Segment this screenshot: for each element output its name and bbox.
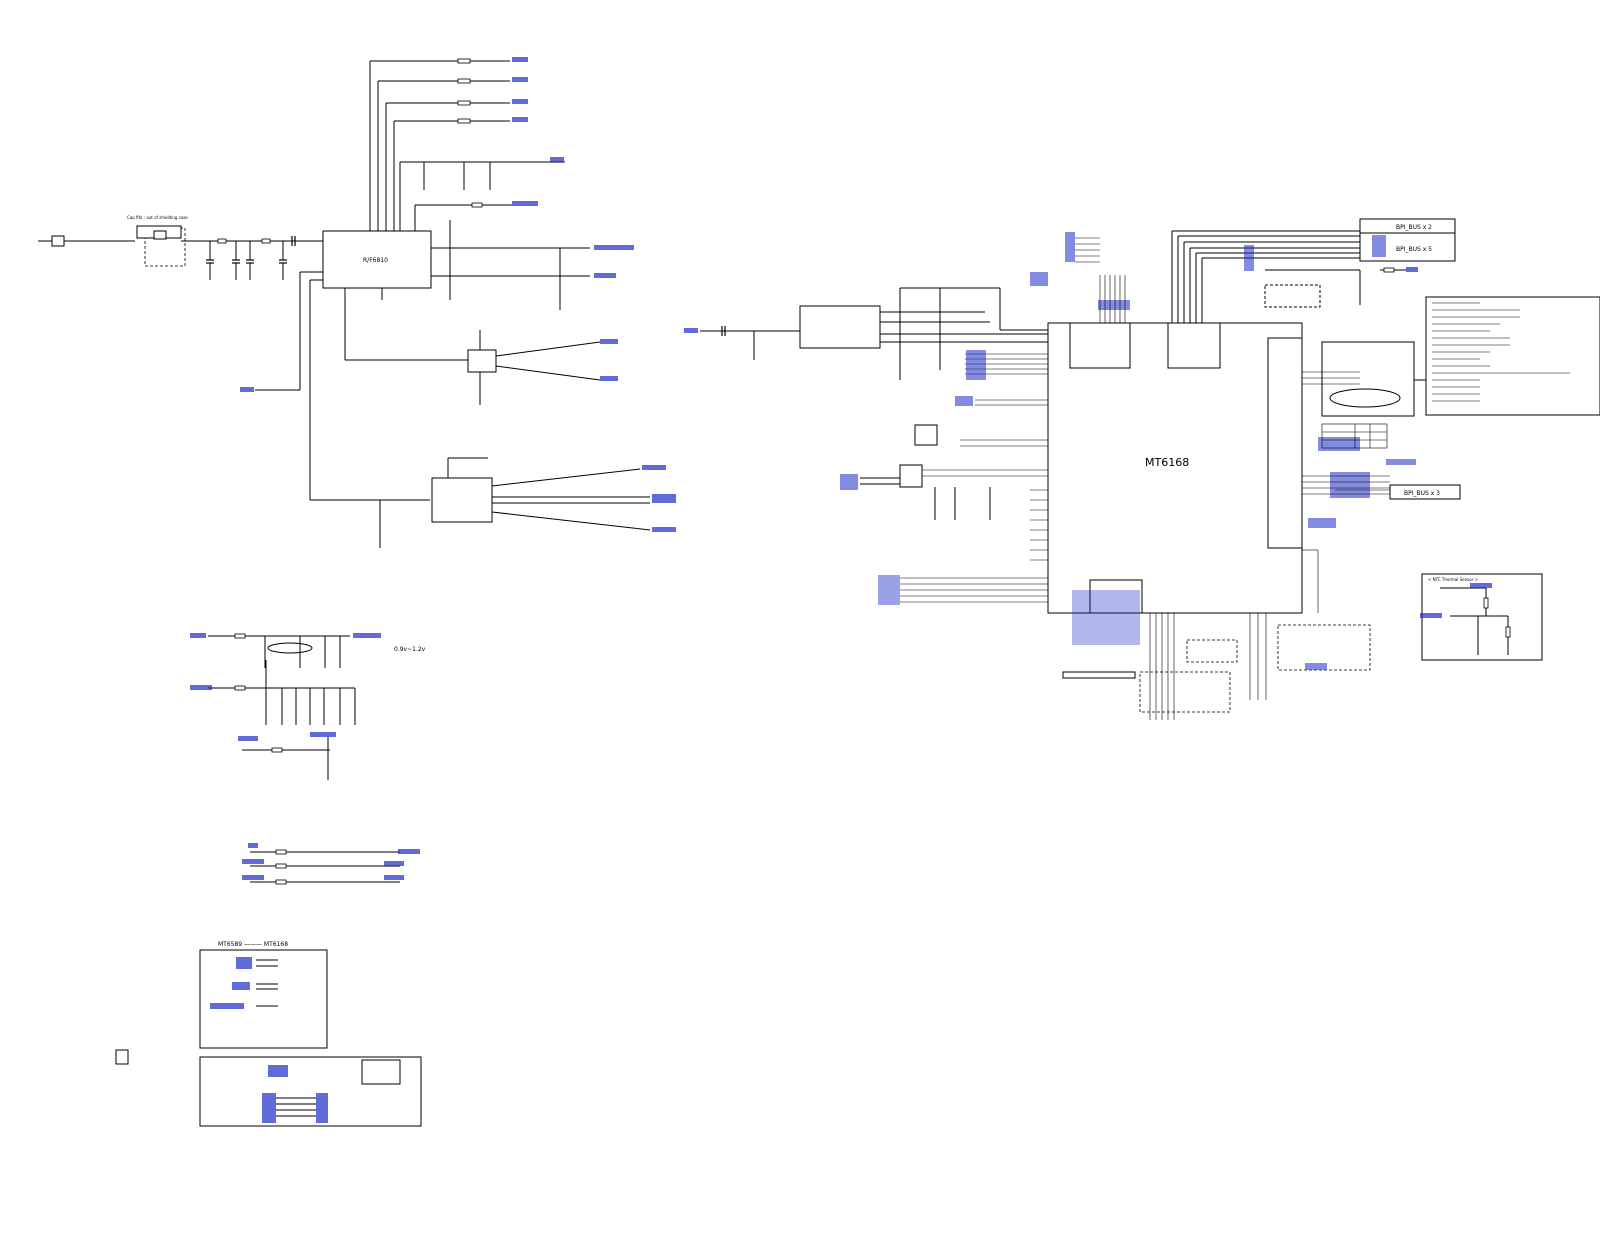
bpi-bus-3-label: BPI_BUS x 3 [1404, 490, 1440, 497]
mt6168-block: MT6168 [684, 230, 1418, 720]
gpio-description-box [1414, 296, 1600, 416]
rf6810-chip [322, 230, 432, 289]
mt6168-chip [1047, 322, 1303, 614]
voltage-note: 0.9v~1.2v [394, 646, 426, 653]
bpi-bus-boxes: BPI_BUS x 2 BPI_BUS x 5 BPI_BUS x 3 [1335, 218, 1461, 500]
bpi-bus-2-label: BPI_BUS x 2 [1396, 224, 1432, 231]
left-net-labels [240, 57, 676, 532]
ntc-thermal-sensor: < NTC Thermal Sensor > [1420, 573, 1543, 661]
rf-chip-label: R/F6810 [363, 257, 388, 264]
bpi-bus-5-label: BPI_BUS x 5 [1396, 246, 1432, 253]
power-block: 0.9v~1.2v [190, 633, 426, 780]
bottom-connection-box: MT6589 ——— MT6168 [115, 941, 422, 1127]
series-resistor-block [242, 843, 420, 885]
main-chip-label: MT6168 [1145, 456, 1189, 469]
cap-note: Cap fifo : out of shielding case [127, 215, 188, 220]
rf-frontend-block: Cap fifo : out of shielding case R/F6810 [38, 58, 651, 548]
ntc-title: < NTC Thermal Sensor > [1428, 577, 1478, 582]
bottom-box-title: MT6589 ——— MT6168 [218, 941, 288, 948]
